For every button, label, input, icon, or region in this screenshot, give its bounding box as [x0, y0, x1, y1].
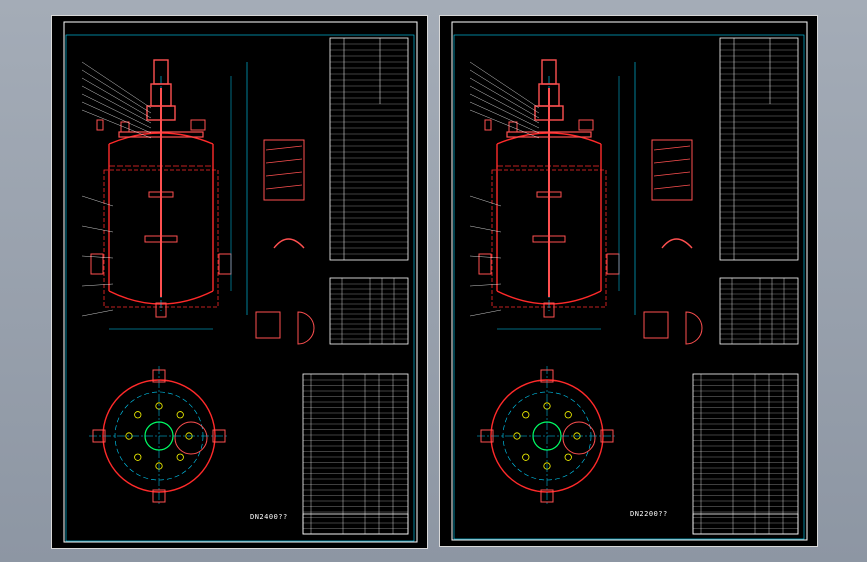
detail-hatch — [653, 145, 691, 151]
detail-view-b — [661, 238, 693, 249]
leader-line — [81, 225, 114, 233]
plan-support-lug — [92, 429, 106, 443]
plan-nozzle — [134, 453, 142, 461]
impeller-upper — [148, 191, 174, 198]
manhole-nozzle — [190, 119, 206, 131]
detail-hatch — [653, 184, 691, 190]
parts-list-table — [692, 373, 799, 535]
plan-nozzle — [564, 453, 572, 461]
impeller-lower — [532, 235, 566, 243]
thermowell — [484, 119, 492, 131]
drawing-frame — [451, 21, 808, 541]
leader-line — [469, 109, 540, 139]
leader-line — [469, 85, 540, 124]
drawing-inner-frame — [453, 34, 805, 540]
detail-view-d — [685, 311, 703, 345]
leader-line — [469, 283, 502, 287]
leader-line — [81, 195, 114, 207]
drawing-caption-left: DN2400?? — [250, 513, 288, 521]
top-flange — [118, 131, 204, 138]
reactor-drawing-right — [451, 21, 808, 541]
plan-support-lug — [480, 429, 494, 443]
drawing-sheet-right: DN2200?? — [439, 15, 818, 547]
plan-manhole — [174, 421, 208, 455]
plan-nozzle — [176, 411, 184, 419]
leader-line — [469, 69, 540, 114]
leader-line — [81, 69, 152, 114]
detail-view-a — [651, 139, 693, 201]
plan-support-lug — [212, 429, 226, 443]
leader-line — [469, 255, 502, 259]
plan-manhole — [562, 421, 596, 455]
leader-line — [81, 85, 152, 124]
impeller-upper — [536, 191, 562, 198]
support-lug-right — [606, 253, 620, 275]
reactor-drawing-left — [63, 21, 418, 543]
feed-nozzle — [120, 121, 130, 133]
detail-hatch — [265, 158, 303, 164]
nozzle-table — [719, 277, 799, 345]
drawing-inner-frame — [65, 34, 415, 542]
discharge-valve — [155, 302, 167, 318]
feed-nozzle — [508, 121, 518, 133]
technical-spec-table — [719, 37, 799, 261]
leader-line — [469, 101, 540, 134]
title-block — [302, 513, 409, 535]
leader-line — [469, 309, 502, 317]
thermowell — [96, 119, 104, 131]
detail-view-b — [273, 238, 305, 249]
leader-line — [81, 109, 152, 139]
leader-line — [469, 195, 502, 207]
manhole-nozzle — [578, 119, 594, 131]
detail-hatch — [653, 171, 691, 177]
plan-support-lug — [152, 369, 166, 383]
top-flange — [506, 131, 592, 138]
leader-line — [81, 93, 152, 129]
leader-line — [81, 77, 152, 119]
leader-line — [469, 225, 502, 233]
leader-line — [81, 283, 114, 287]
support-lug-right — [218, 253, 232, 275]
discharge-valve — [543, 302, 555, 318]
plan-support-lug — [540, 369, 554, 383]
plan-support-lug — [600, 429, 614, 443]
leader-line — [81, 101, 152, 134]
detail-hatch — [265, 184, 303, 190]
parts-list-table — [302, 373, 409, 535]
plan-nozzle — [522, 411, 530, 419]
technical-spec-table — [329, 37, 409, 261]
leader-line — [81, 309, 114, 317]
plan-nozzle — [134, 411, 142, 419]
drawing-caption-right: DN2200?? — [630, 510, 668, 518]
title-block — [692, 513, 799, 535]
plan-nozzle — [176, 453, 184, 461]
mechanical-seal — [534, 105, 564, 121]
mechanical-seal — [146, 105, 176, 121]
plan-support-lug — [540, 489, 554, 503]
impeller-lower — [144, 235, 178, 243]
plan-nozzle — [522, 453, 530, 461]
detail-view-a — [263, 139, 305, 201]
detail-hatch — [265, 171, 303, 177]
leader-line — [81, 255, 114, 259]
leader-line — [469, 77, 540, 119]
support-lug-left — [478, 253, 492, 275]
detail-view-c — [643, 311, 669, 339]
detail-view-d — [297, 311, 315, 345]
plan-nozzle — [564, 411, 572, 419]
detail-hatch — [265, 145, 303, 151]
drawing-frame — [63, 21, 418, 543]
detail-view-c — [255, 311, 281, 339]
detail-hatch — [653, 158, 691, 164]
plan-support-lug — [152, 489, 166, 503]
support-lug-left — [90, 253, 104, 275]
drawing-sheet-left: DN2400?? — [51, 15, 428, 549]
nozzle-table — [329, 277, 409, 345]
leader-line — [469, 93, 540, 129]
leader-line — [81, 61, 152, 109]
leader-line — [469, 61, 540, 109]
